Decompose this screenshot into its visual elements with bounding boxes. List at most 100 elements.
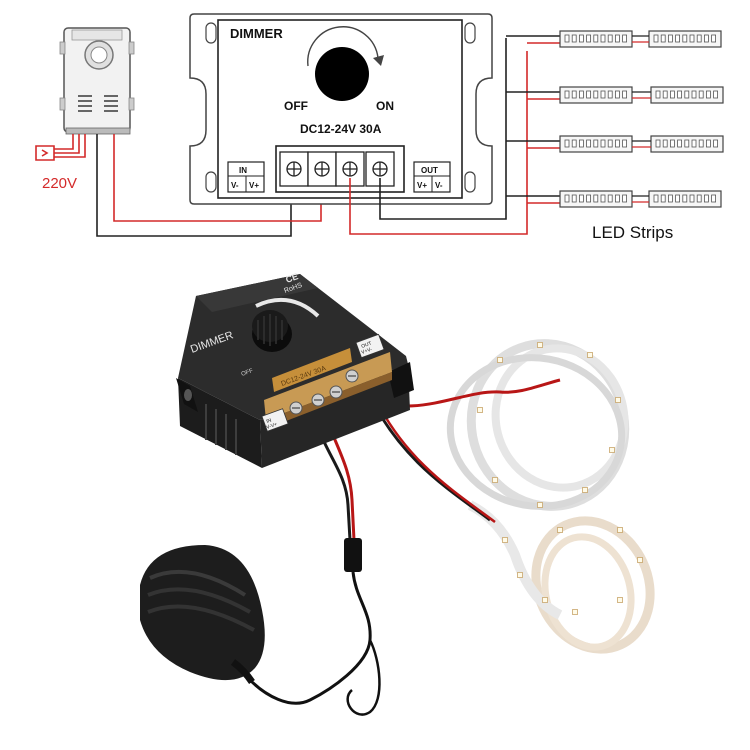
led-chip — [677, 139, 682, 148]
out-terminal-positive: V+ — [417, 181, 427, 190]
coil-led-chip — [582, 487, 588, 493]
led-chip — [571, 139, 577, 148]
led-chip — [615, 34, 620, 43]
coil-led-chip — [542, 597, 548, 603]
led-chip — [600, 34, 606, 43]
led-chip — [704, 194, 709, 203]
photo-ce-mark: CE — [284, 271, 299, 285]
led-chip — [655, 139, 661, 148]
product-photo: DIMMER CE RoHS DC12-24V 30A IN V-V+ OUT … — [140, 271, 655, 716]
led-chip — [706, 90, 711, 99]
coil-led-chip — [572, 609, 578, 615]
coil-led-chip — [637, 557, 643, 563]
dimmer-unit — [176, 274, 414, 468]
photo-off-label: OFF — [241, 368, 255, 378]
led-chip — [677, 90, 682, 99]
led-chip — [593, 90, 599, 99]
photo-out-terminals: V+V- — [361, 346, 374, 356]
led-chip — [655, 90, 661, 99]
led-chip — [682, 34, 688, 43]
input-label-box — [227, 161, 265, 193]
coil-led-chip — [497, 357, 503, 363]
photo-out-label: OUT — [361, 341, 373, 350]
led-chip — [713, 139, 718, 148]
coil-led-chip — [587, 352, 593, 358]
led-chip — [662, 90, 668, 99]
led-chip — [564, 90, 570, 99]
led-chip — [662, 139, 668, 148]
terminal-block — [275, 145, 405, 193]
led-chip — [586, 90, 591, 99]
coil-led-chip — [537, 342, 543, 348]
in-terminal-positive: V+ — [249, 181, 259, 190]
led-chip — [696, 34, 702, 43]
led-chip — [615, 194, 620, 203]
dimmer-title: DIMMER — [230, 26, 283, 41]
led-chip — [586, 34, 591, 43]
output-label-box — [413, 161, 451, 193]
led-chips — [564, 34, 718, 203]
led-chip — [593, 194, 599, 203]
led-strip-coils — [446, 339, 655, 654]
power-supply-unit — [59, 27, 135, 135]
led-chip — [684, 139, 690, 148]
led-chip — [615, 139, 620, 148]
led-chip — [586, 139, 591, 148]
led-chip — [579, 34, 584, 43]
dimmer-knob — [307, 26, 384, 101]
led-chip — [571, 90, 577, 99]
off-label: OFF — [284, 99, 308, 113]
led-chip — [600, 90, 606, 99]
led-chip — [713, 90, 718, 99]
led-chip — [711, 34, 716, 43]
photo-in-label: IN — [266, 417, 273, 424]
adapter-cable-loop — [346, 639, 381, 716]
led-strips-label: LED Strips — [592, 223, 673, 242]
led-chip — [691, 139, 697, 148]
mains-voltage-label: 220V — [42, 175, 77, 192]
power-adapter — [140, 545, 265, 684]
led-chip — [675, 34, 680, 43]
out-terminal-negative: V- — [435, 181, 443, 190]
led-chip — [711, 194, 716, 203]
led-chip — [670, 90, 675, 99]
strip-feed-wires — [506, 35, 560, 204]
coil-led-chip — [609, 447, 615, 453]
led-chip — [653, 34, 659, 43]
output-negative-wire — [379, 38, 507, 220]
coil-led-chip — [557, 527, 563, 533]
led-chip — [564, 139, 570, 148]
led-chip — [689, 194, 695, 203]
led-chip — [571, 34, 577, 43]
mains-wires — [54, 134, 86, 158]
led-chip — [706, 139, 711, 148]
led-chip — [593, 139, 599, 148]
led-chip — [691, 90, 697, 99]
rating-label: DC12-24V 30A — [300, 122, 382, 136]
led-chip — [622, 90, 627, 99]
led-chip — [660, 194, 666, 203]
coil-led-chip — [477, 407, 483, 413]
in-terminal-negative: V- — [231, 181, 239, 190]
coil-led-chip — [615, 397, 621, 403]
led-chip — [675, 194, 680, 203]
led-strip — [559, 86, 724, 104]
led-chip — [607, 90, 613, 99]
coil-led-chip — [537, 502, 543, 508]
led-chip — [579, 90, 584, 99]
coil-led-chip — [502, 537, 508, 543]
coil-led-chip — [617, 527, 623, 533]
led-chip — [684, 90, 690, 99]
led-chip — [689, 34, 695, 43]
led-chip — [593, 34, 599, 43]
coil-led-chip — [492, 477, 498, 483]
dc-jack-connector — [344, 538, 362, 572]
adapter-cable — [248, 571, 372, 705]
led-strip — [559, 135, 724, 153]
led-chip — [696, 194, 702, 203]
led-chip — [607, 34, 613, 43]
led-chip — [668, 34, 673, 43]
photo-in-terminals: V-V+ — [266, 421, 278, 430]
led-chip — [579, 139, 584, 148]
